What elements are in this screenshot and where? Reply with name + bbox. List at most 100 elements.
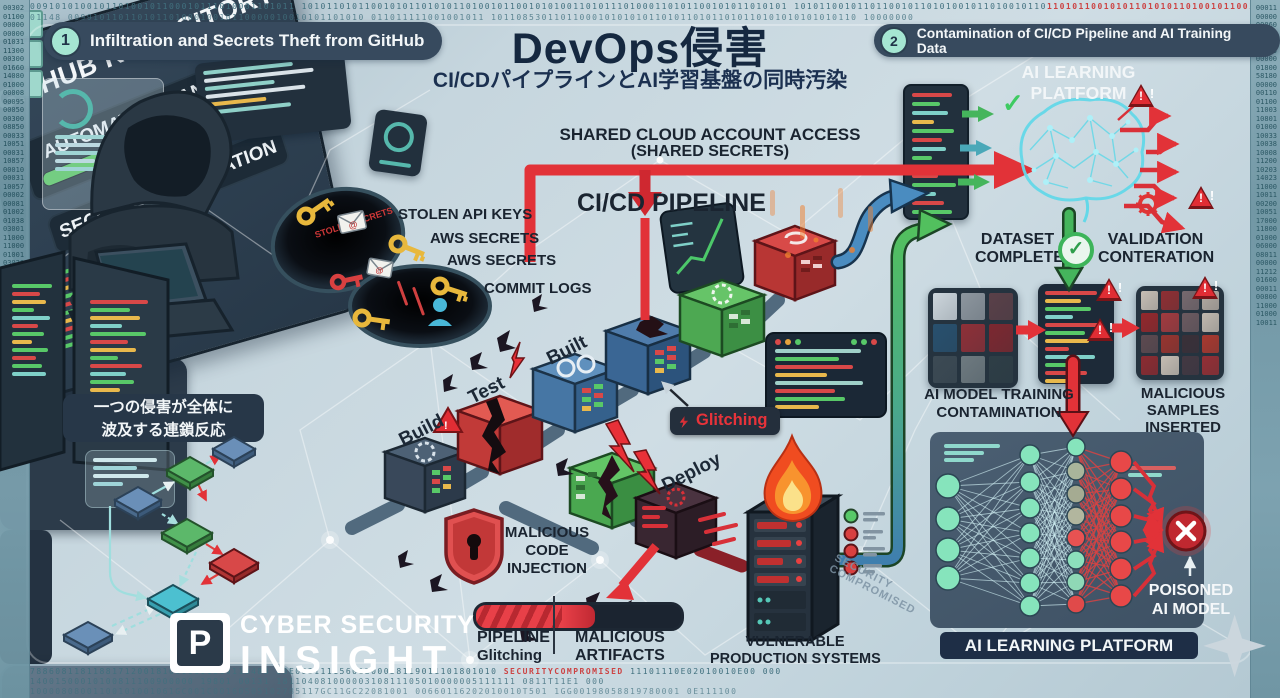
cicd-pipeline-title: CI/CD PIPELINE [577, 189, 766, 217]
brand-logo: P CYBER SECURITY INSIGHT [170, 613, 475, 680]
step1-number: 1 [50, 25, 81, 57]
red-gear-icon [1136, 192, 1160, 216]
chain-tooltip-panel [85, 450, 175, 508]
stolen-api-keys-label: STOLEN API KEYS [398, 206, 533, 223]
hologram-panel [42, 78, 164, 210]
warning-triangle-icon: ! [1096, 278, 1131, 301]
glitching-badge: Glitching [670, 407, 780, 435]
step2-badge: 2 Contamination of CI/CD Pipeline and AI… [874, 24, 1280, 57]
top-binary-row-1: 0091010100101101001011000101110100011010… [30, 2, 1250, 11]
chain-node-red [208, 547, 260, 585]
sample-tile [1141, 291, 1159, 310]
cube-deploy [566, 451, 658, 530]
logo-mark: P [170, 613, 230, 673]
cube-built [529, 352, 621, 434]
sample-tile [1141, 312, 1159, 332]
sample-tile [1181, 356, 1199, 375]
pipeline-status-bar [473, 602, 684, 631]
shared-access-label-line1: SHARED CLOUD ACCOUNT ACCESS [559, 125, 861, 144]
server-rack [742, 493, 844, 643]
debris-shards [398, 294, 638, 642]
warning-triangle-icon: ! [1087, 318, 1122, 341]
sample-tile [1161, 312, 1179, 332]
commit-logs-label: COMMIT LOGS [484, 280, 592, 297]
security-compromised-watermark: SECURITY COMPROMISED [827, 552, 918, 617]
sample-tile [933, 324, 957, 352]
bottom-binary-row-3: 10000808001100101001061GC001C00160505102… [30, 687, 738, 696]
svg-text:@: @ [375, 265, 384, 275]
aws-secrets-label-2: AWS SECRETS [447, 252, 557, 269]
sample-tile [1181, 312, 1199, 332]
logo-line1: CYBER SECURITY [240, 611, 475, 639]
shared-access-label-line2: (SHARED SECRETS) [630, 143, 790, 160]
dataset-image-grid [928, 288, 1018, 388]
logo-line2: INSIGHT [240, 639, 455, 682]
fire-icon [763, 433, 823, 523]
sample-tile [933, 355, 957, 383]
stage-label-deploy: Deploy [658, 448, 725, 497]
donut-chart-icon [53, 89, 93, 129]
cube-artifact [632, 481, 720, 560]
cube-injected [602, 314, 694, 396]
ember-sparks [770, 188, 873, 258]
glitch-pointer [661, 381, 689, 407]
malicious-samples-grid [1136, 286, 1224, 380]
sample-tile [1161, 334, 1179, 354]
step2-number: 2 [880, 26, 908, 55]
malicious-code-injection-label: MALICIOUS CODE INJECTION [504, 524, 590, 577]
sample-tile [989, 324, 1013, 352]
cube-test: ! [432, 394, 546, 476]
sample-tile [1161, 356, 1179, 375]
cube-registry [751, 224, 839, 302]
page-subtitle: CI/CDパイプラインとAI学習基盤の同時汚染 [432, 69, 848, 92]
lightning-bolts [509, 341, 661, 495]
step1-badge: 1 Infiltration and Secrets Theft from Gi… [44, 22, 443, 60]
sample-tile [1201, 334, 1219, 354]
sample-tile [961, 293, 985, 321]
step2-label: Contamination of CI/CD Pipeline and AI T… [916, 25, 1232, 56]
warning-triangle-icon: ! [1192, 276, 1227, 299]
code-speech-bubble [765, 332, 887, 418]
svg-text:@: @ [348, 219, 359, 231]
poisoned-network-panel [0, 664, 294, 698]
secrets-hole-2 [348, 264, 492, 348]
artifact-down-arrow [606, 543, 660, 600]
page-title: DevOps侵害 [511, 25, 769, 73]
stage-label-built: Built [543, 331, 591, 370]
sample-tile [1181, 334, 1199, 354]
sample-tile [1141, 334, 1159, 354]
sample-tile [989, 293, 1013, 321]
sample-tile [961, 355, 985, 383]
sample-tile [933, 293, 957, 321]
stage-label-test: Test [465, 372, 509, 409]
ai-platform-bottom-bar: AI LEARNING PLATFORM [940, 632, 1198, 659]
github-logo-icon [381, 120, 416, 155]
training-code-panel [903, 84, 969, 220]
step1-label: Infiltration and Secrets Theft from GitH… [90, 31, 425, 50]
top-binary-row-2: 01148 0099101101101011010001001011000001… [30, 13, 915, 22]
warning-triangle-icon: ! [1188, 186, 1223, 209]
stage-label-build: Build [395, 410, 448, 451]
sample-tile [961, 324, 985, 352]
ai-brain-icon [1019, 97, 1146, 223]
cube-build [381, 436, 469, 514]
aws-secrets-label-1: AWS SECRETS [430, 230, 540, 247]
ai-output-red-arrows [1120, 104, 1186, 234]
user-icon [428, 298, 452, 326]
sample-tile [1141, 356, 1159, 375]
warning-triangle-icon: ! [1128, 84, 1163, 107]
infected-pipe [693, 543, 749, 573]
sample-tile [1201, 356, 1219, 375]
sample-tile [989, 355, 1013, 383]
bar-divider [553, 596, 555, 654]
chain-reaction-title: 一つの侵害が全体に波及する連鎖反応 [63, 394, 264, 442]
